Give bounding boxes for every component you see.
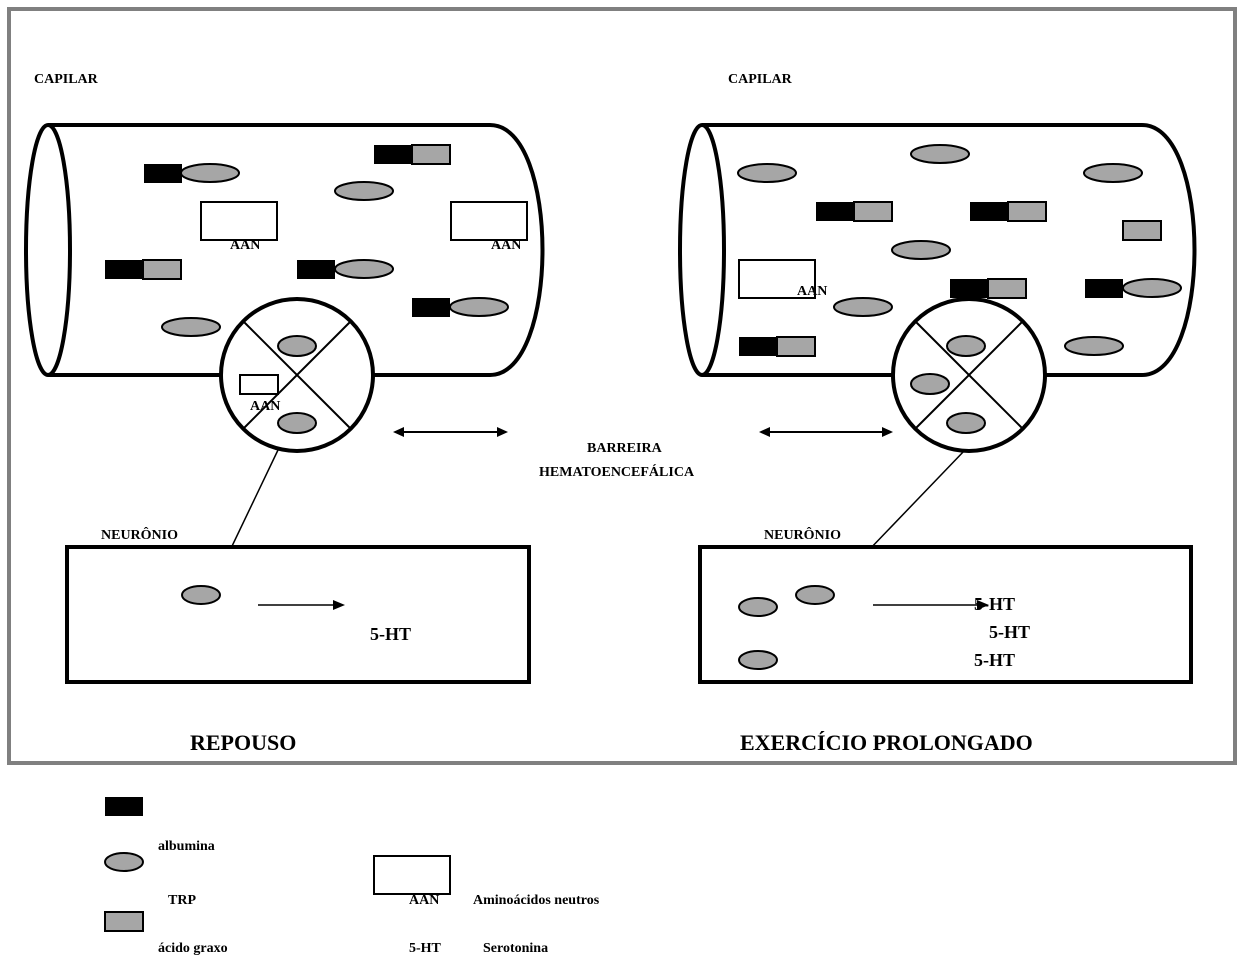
rest-albumin — [144, 164, 182, 183]
exercise-fatty-acid — [776, 336, 816, 357]
exercise-trp — [910, 144, 970, 164]
rest-aan — [200, 201, 278, 241]
exercise-trp — [946, 412, 986, 434]
barrier-arrowhead — [882, 427, 893, 437]
rest-aan-label: AAN — [491, 238, 521, 253]
legend: albumina TRP ácido graxo AAN Aminoácidos… — [104, 797, 600, 956]
rest-fatty-acid — [142, 259, 182, 280]
figure-frame — [7, 7, 1237, 765]
barrier-arrowhead — [759, 427, 770, 437]
rest-fatty-acid — [411, 144, 451, 165]
legend-trp-swatch — [104, 852, 144, 872]
exercise-neuron-label: NEURÔNIO — [764, 526, 841, 543]
rest-trp — [449, 297, 509, 317]
exercise-capillary-opening — [678, 123, 726, 377]
legend-trp-label: TRP — [168, 893, 196, 908]
exercise-serotonin-label: 5-HT — [974, 650, 1015, 670]
rest-synthesis-arrowhead — [333, 600, 345, 610]
rest-panel: CAPILAR AAN AAN AAN NEURÔN — [24, 72, 545, 755]
rest-trp — [277, 335, 317, 357]
exercise-panel: CAPILAR AAN NEURÔNIO — [678, 72, 1197, 755]
rest-albumin — [297, 260, 335, 279]
exercise-albumin — [739, 337, 777, 356]
exercise-serotonin-label: 5-HT — [989, 622, 1030, 642]
exercise-synthesis-arrowhead — [977, 600, 989, 610]
barrier-arrowhead — [393, 427, 404, 437]
rest-trp — [334, 181, 394, 201]
legend-aan-swatch — [373, 855, 451, 895]
barrier-label-line1: BARREIRA — [587, 441, 663, 456]
exercise-panel-title: EXERCÍCIO PROLONGADO — [740, 730, 1033, 755]
exercise-trp — [1064, 336, 1124, 356]
rest-capillary-label: CAPILAR — [34, 72, 99, 87]
rest-neuron-trp — [181, 585, 221, 605]
exercise-capillary-label: CAPILAR — [728, 72, 793, 87]
legend-serotonin-abbr: 5-HT — [409, 941, 442, 956]
exercise-fatty-acid — [1122, 220, 1162, 241]
exercise-neuron-trp — [795, 585, 835, 605]
legend-fatty-acid-label: ácido graxo — [158, 941, 228, 956]
exercise-trp — [737, 163, 797, 183]
exercise-neuron-trp — [738, 597, 778, 617]
exercise-trp — [891, 240, 951, 260]
exercise-albumin — [816, 202, 854, 221]
exercise-albumin — [970, 202, 1008, 221]
rest-trp — [180, 163, 240, 183]
legend-albumin-swatch — [105, 797, 143, 816]
exercise-trp — [1122, 278, 1182, 298]
exercise-aan-label: AAN — [797, 284, 827, 299]
exercise-trp — [833, 297, 893, 317]
rest-aan-label: AAN — [230, 238, 260, 253]
legend-serotonin-desc: Serotonina — [483, 941, 548, 956]
barrier-arrowhead — [497, 427, 508, 437]
rest-albumin — [412, 298, 450, 317]
barrier-annotation: BARREIRA HEMATOENCEFÁLICA — [393, 427, 893, 480]
legend-albumin-label: albumina — [158, 839, 215, 854]
rest-capillary-opening — [24, 123, 72, 377]
rest-neuron — [65, 545, 531, 684]
exercise-fatty-acid — [853, 201, 893, 222]
rest-trp — [161, 317, 221, 337]
rest-aan-label: AAN — [250, 399, 280, 414]
exercise-neuron-trp — [738, 650, 778, 670]
legend-fatty-acid-swatch — [104, 911, 144, 932]
rest-albumin — [105, 260, 143, 279]
exercise-albumin — [950, 279, 988, 298]
rest-albumin — [374, 145, 412, 164]
legend-aan-abbr: AAN — [409, 893, 439, 908]
rest-aan — [239, 374, 279, 395]
barrier-label-line2: HEMATOENCEFÁLICA — [539, 463, 695, 480]
exercise-serotonin-label: 5-HT — [974, 594, 1015, 614]
exercise-trp — [1083, 163, 1143, 183]
exercise-neuron — [698, 545, 1193, 684]
exercise-trp — [946, 335, 986, 357]
rest-serotonin-label: 5-HT — [370, 624, 411, 644]
rest-barrier-cross — [242, 320, 352, 430]
exercise-albumin — [1085, 279, 1123, 298]
rest-panel-title: REPOUSO — [190, 730, 296, 755]
rest-aan — [450, 201, 528, 241]
rest-neuron-label: NEURÔNIO — [101, 526, 178, 543]
rest-trp — [277, 412, 317, 434]
legend-aan-desc: Aminoácidos neutros — [473, 893, 600, 908]
exercise-aan — [738, 259, 816, 299]
exercise-fatty-acid — [1007, 201, 1047, 222]
exercise-trp — [910, 373, 950, 395]
exercise-fatty-acid — [987, 278, 1027, 299]
rest-trp — [334, 259, 394, 279]
exercise-barrier-cross — [914, 320, 1024, 430]
